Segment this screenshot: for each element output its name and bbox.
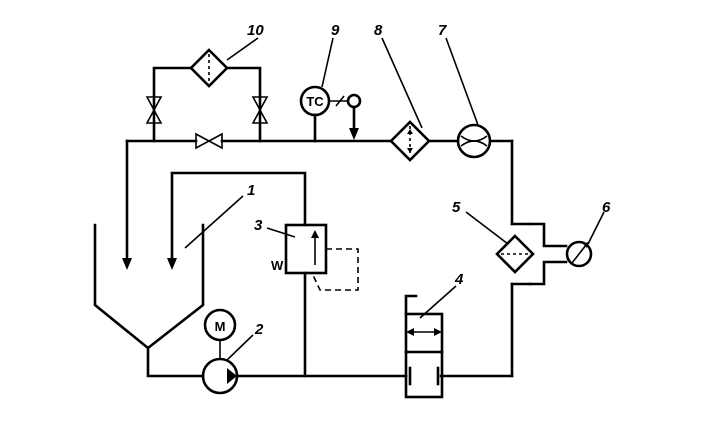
pressure-gauge xyxy=(565,211,605,268)
filter-8 xyxy=(381,37,431,162)
shutoff-valve-main xyxy=(195,132,223,150)
motor xyxy=(203,308,237,342)
callout-labels: 1 2 3 4 5 6 7 8 9 10 xyxy=(247,22,611,338)
tank-leader-line xyxy=(184,195,244,249)
return-line-relief xyxy=(167,171,307,270)
right-line xyxy=(510,139,568,378)
label-relief-valve: 3 xyxy=(254,217,263,234)
return-arrow xyxy=(167,258,177,270)
label-filter-5: 5 xyxy=(452,199,461,216)
label-temperature-controller: 9 xyxy=(331,22,340,39)
shutoff-valve-left xyxy=(145,96,163,124)
label-cooler: 10 xyxy=(247,22,264,39)
spring-symbol: W xyxy=(271,258,284,273)
bottom-line xyxy=(146,271,514,378)
label-filter-8: 8 xyxy=(374,22,383,39)
motor-symbol: M xyxy=(215,319,226,334)
cooler-branch xyxy=(145,37,269,143)
filter-5 xyxy=(465,211,535,274)
main-return-arrow xyxy=(122,258,132,270)
temperature-sensor xyxy=(346,93,362,109)
temperature-controller: TC xyxy=(299,37,362,143)
label-pump: 2 xyxy=(254,321,264,338)
tc-symbol: TC xyxy=(306,94,324,109)
label-test-cylinder: 4 xyxy=(454,271,464,288)
label-tank: 1 xyxy=(247,182,255,199)
flow-meter xyxy=(445,37,492,159)
cooler xyxy=(189,37,259,88)
label-pressure-gauge: 6 xyxy=(602,199,611,216)
pump: M xyxy=(201,308,254,395)
return-line-main xyxy=(122,139,132,270)
shutoff-valve-right xyxy=(251,96,269,124)
relief-valve: W xyxy=(266,223,359,291)
test-cylinder xyxy=(404,285,457,399)
label-flow-meter: 7 xyxy=(438,22,447,39)
